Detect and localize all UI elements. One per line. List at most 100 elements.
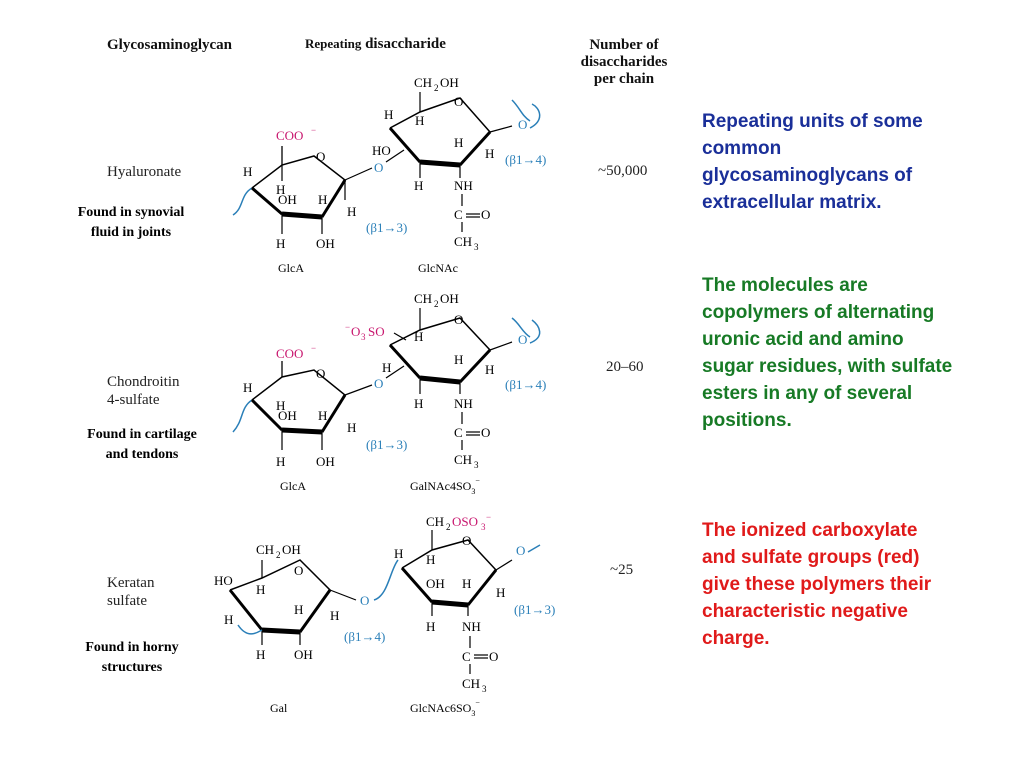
svg-text:H: H <box>276 398 285 413</box>
sugar-label: GlcNAc6SO3− <box>410 698 480 718</box>
linkage-label: (β1→3) <box>514 602 555 617</box>
svg-text:H: H <box>256 582 265 597</box>
svg-text:CH: CH <box>414 75 432 90</box>
svg-text:HO: HO <box>372 143 391 158</box>
hyaluronate-structure: COO − O H H OH H H OH H O (β1→3) CH <box>232 75 546 275</box>
svg-text:H: H <box>243 380 252 395</box>
svg-text:OH: OH <box>316 236 335 251</box>
header-number-line1: Number of <box>589 37 659 53</box>
svg-text:H: H <box>347 420 356 435</box>
svg-text:O: O <box>489 649 498 664</box>
svg-text:H: H <box>330 608 339 623</box>
svg-text:O: O <box>316 149 325 164</box>
svg-text:H: H <box>426 619 435 634</box>
svg-text:CH: CH <box>462 676 480 691</box>
svg-text:O: O <box>462 533 471 548</box>
sugar-charge: − <box>475 698 480 707</box>
svg-text:H: H <box>415 113 424 128</box>
svg-text:CH: CH <box>454 452 472 467</box>
sugar-label: Gal <box>270 701 288 715</box>
svg-text:3: 3 <box>361 332 366 342</box>
svg-text:O: O <box>374 376 383 391</box>
note-repeating-units: Repeating units of some common glycosami… <box>702 111 923 213</box>
header-disaccharide: disaccharide <box>365 36 446 52</box>
svg-text:−: − <box>311 343 316 353</box>
svg-text:O: O <box>294 563 303 578</box>
svg-text:−: − <box>486 512 491 522</box>
svg-text:CH: CH <box>454 234 472 249</box>
svg-text:CH: CH <box>426 514 444 529</box>
gag-name-line1: Keratan <box>107 575 155 591</box>
svg-text:H: H <box>454 352 463 367</box>
svg-text:O: O <box>454 94 463 109</box>
svg-text:H: H <box>394 546 403 561</box>
svg-text:C: C <box>462 649 471 664</box>
found-line1: Found in cartilage <box>87 427 197 442</box>
svg-text:O: O <box>374 160 383 175</box>
svg-text:H: H <box>426 552 435 567</box>
svg-text:H: H <box>276 454 285 469</box>
gag-name-keratan: Keratan sulfate <box>107 574 154 610</box>
svg-text:H: H <box>294 602 303 617</box>
svg-text:OSO: OSO <box>452 514 478 529</box>
note-copolymers: The molecules are copolymers of alternat… <box>702 275 953 431</box>
chondroitin-structure: COO − O H H OH H H OH H O (β1→3) CH 2 OH <box>232 291 546 496</box>
svg-text:O: O <box>454 312 463 327</box>
svg-text:O: O <box>316 366 325 381</box>
count-keratan: ~25 <box>610 562 634 578</box>
svg-text:SO: SO <box>368 324 385 339</box>
svg-text:OH: OH <box>316 454 335 469</box>
svg-text:H: H <box>414 329 423 344</box>
header-number-per-chain: Number of disaccharides per chain <box>566 37 682 88</box>
svg-text:H: H <box>382 360 391 375</box>
sugar-label: GlcA <box>278 261 304 275</box>
svg-text:CH: CH <box>414 291 432 306</box>
svg-text:H: H <box>318 408 327 423</box>
found-line1: Found in synovial <box>77 205 185 220</box>
svg-text:NH: NH <box>454 396 473 411</box>
svg-text:H: H <box>347 204 356 219</box>
svg-text:H: H <box>454 135 463 150</box>
found-line2: and tendons <box>105 447 179 462</box>
svg-text:COO: COO <box>276 128 303 143</box>
gag-name-hyaluronate: Hyaluronate <box>107 163 181 181</box>
svg-text:3: 3 <box>481 522 486 532</box>
svg-text:3: 3 <box>474 242 479 252</box>
found-line2: fluid in joints <box>90 225 172 240</box>
sugar-subscript: 3 <box>471 487 475 496</box>
svg-text:H: H <box>485 362 494 377</box>
gag-name-line2: 4-sulfate <box>107 392 160 408</box>
sugar-label: GlcNAc <box>418 261 458 275</box>
gag-name-line1: Chondroitin <box>107 374 180 390</box>
linkage-label: (β1→4) <box>344 629 385 644</box>
svg-text:O: O <box>518 332 527 347</box>
svg-text:C: C <box>454 207 463 222</box>
svg-text:H: H <box>414 396 423 411</box>
svg-text:OH: OH <box>440 75 459 90</box>
svg-text:NH: NH <box>462 619 481 634</box>
count-chondroitin: 20–60 <box>606 359 644 375</box>
svg-text:H: H <box>256 647 265 662</box>
count-hyaluronate: ~50,000 <box>598 163 648 179</box>
linkage-label: (β1→4) <box>505 377 546 392</box>
svg-text:O: O <box>516 543 525 558</box>
svg-text:H: H <box>243 164 252 179</box>
note-ionized-groups: The ionized carboxylate and sulfate grou… <box>702 520 932 649</box>
gag-name-line2: sulfate <box>107 593 147 609</box>
linkage-label: (β1→4) <box>505 152 546 167</box>
svg-text:C: C <box>454 425 463 440</box>
linkage-label: (β1→3) <box>366 220 407 235</box>
header-number-line3: per chain <box>593 71 655 87</box>
gag-name-line1: Hyaluronate <box>107 164 182 180</box>
sugar-charge: − <box>475 476 480 485</box>
svg-text:O: O <box>481 207 490 222</box>
svg-text:CH: CH <box>256 542 274 557</box>
keratan-structure: CH 2 OH O HO H H H H H OH O (β1→4) CH 2 <box>214 512 555 718</box>
svg-text:H: H <box>318 192 327 207</box>
svg-text:HO: HO <box>214 573 233 588</box>
svg-text:2: 2 <box>276 550 281 560</box>
sugar-label: GalNAc4SO3− <box>410 476 480 496</box>
svg-text:H: H <box>462 576 471 591</box>
